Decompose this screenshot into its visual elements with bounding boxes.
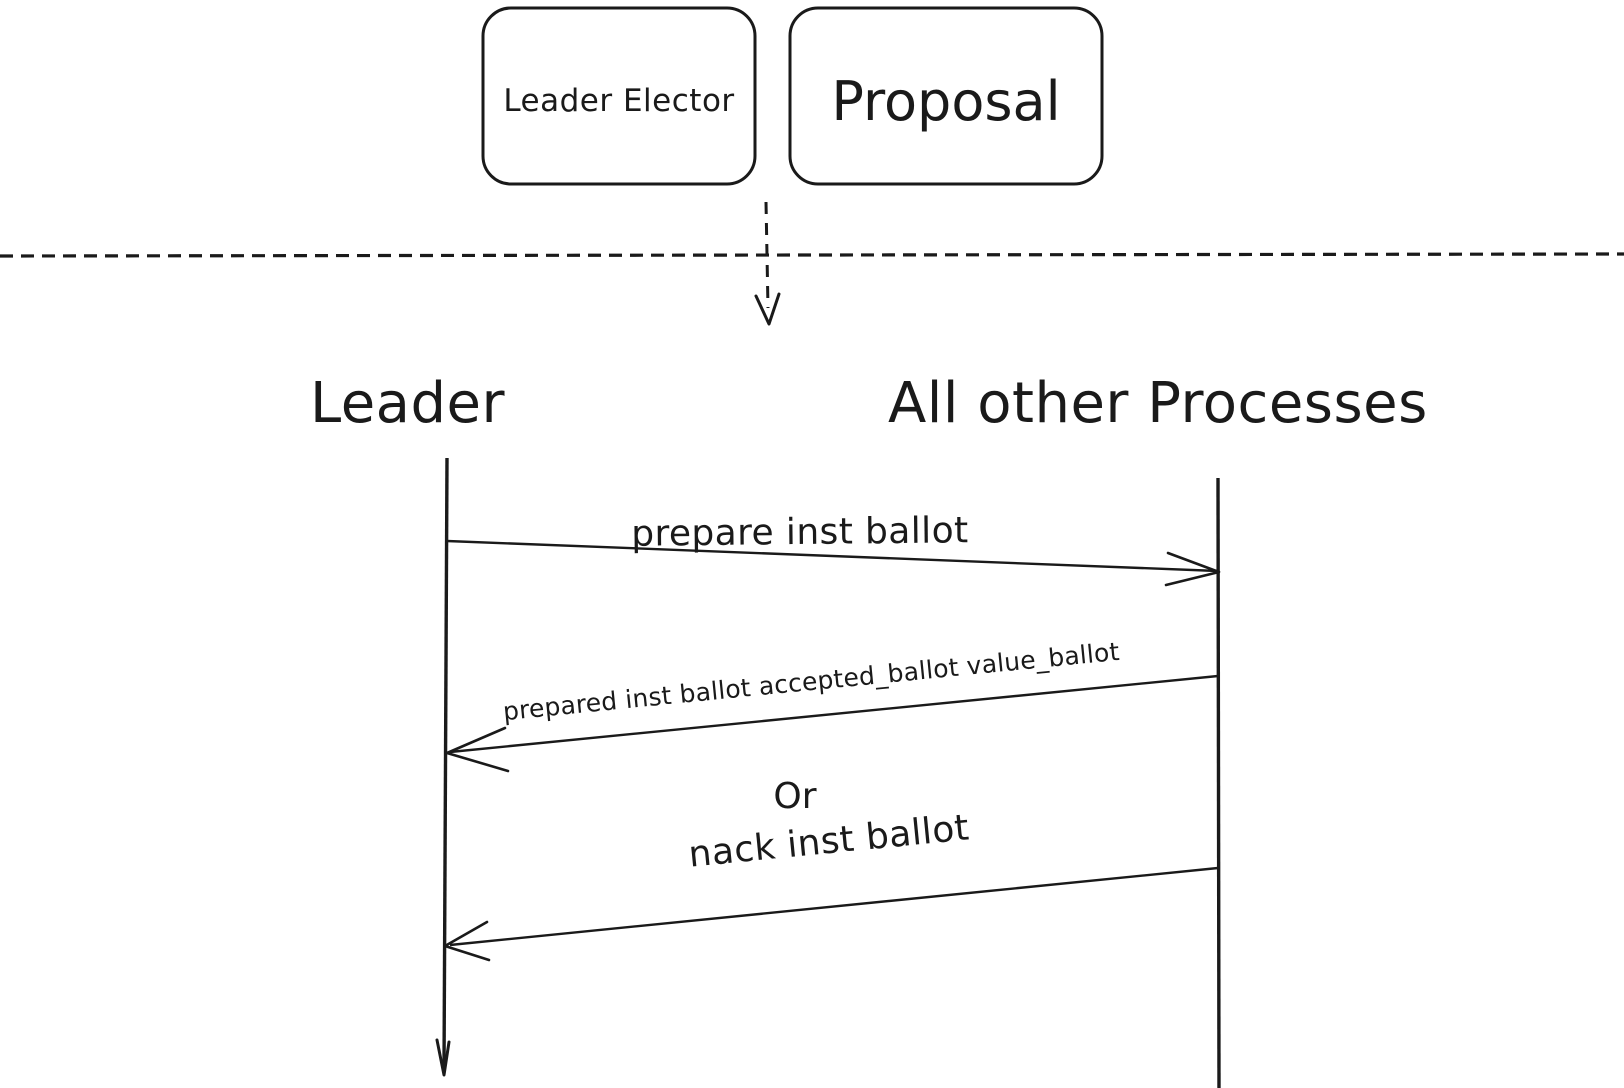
participant-label-leader: Leader bbox=[310, 371, 505, 436]
leader-elector-label: Leader Elector bbox=[503, 83, 734, 119]
leader-elector-box[interactable] bbox=[481, 6, 757, 186]
flow-arrowhead-icon bbox=[754, 292, 781, 326]
participant-label-all-other-processes: All other Processes bbox=[888, 371, 1428, 436]
message-prepare-line bbox=[446, 539, 1219, 573]
phase-divider-line bbox=[0, 252, 1624, 258]
top-node-leader-elector[interactable]: Leader Elector bbox=[481, 6, 757, 186]
proposal-to-leader-flow-arrow bbox=[754, 201, 781, 326]
message-nack-label: nack inst ballot bbox=[687, 807, 971, 875]
message-prepare[interactable]: prepare inst ballot bbox=[446, 510, 1221, 587]
message-prepared-line bbox=[449, 674, 1219, 754]
message-prepare-label: prepare inst ballot bbox=[631, 510, 969, 555]
message-prepared[interactable]: prepared inst ballot accepted_ballot val… bbox=[445, 637, 1219, 773]
message-or-label: Or bbox=[773, 776, 816, 817]
proposal-label: Proposal bbox=[831, 70, 1060, 133]
message-prepared-label: prepared inst ballot accepted_ballot val… bbox=[502, 637, 1121, 726]
message-prepared-arrowhead-icon bbox=[445, 726, 510, 773]
message-prepare-arrowhead-icon bbox=[1164, 551, 1221, 587]
top-node-proposal[interactable]: Proposal bbox=[788, 6, 1104, 186]
message-nack[interactable]: nack inst ballot bbox=[443, 807, 1219, 962]
proposal-box[interactable] bbox=[788, 6, 1104, 186]
lifeline-leader bbox=[442, 457, 449, 1071]
lifeline-leader-end-arrowhead-icon bbox=[435, 1038, 451, 1077]
message-nack-line bbox=[449, 866, 1219, 947]
message-nack-arrowhead-icon bbox=[443, 920, 491, 962]
lifeline-all-other-processes bbox=[1216, 477, 1221, 1088]
